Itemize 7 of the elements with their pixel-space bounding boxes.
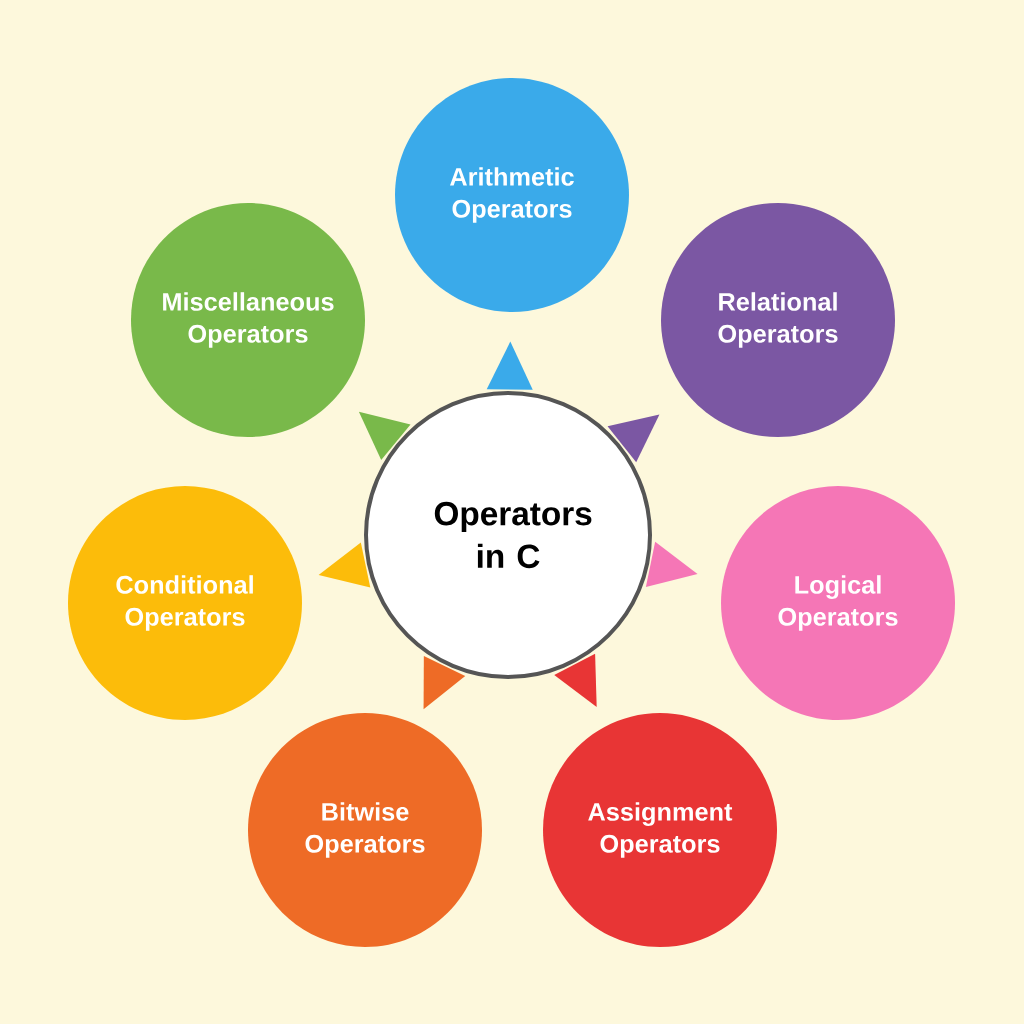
- pointer-triangle: [318, 542, 371, 588]
- pointer-triangle: [607, 414, 660, 463]
- pointer-triangle: [554, 653, 597, 707]
- pointer-triangle: [423, 655, 466, 710]
- pointer-triangle: [358, 411, 411, 460]
- pointer-triangle: [486, 341, 533, 390]
- pointer-triangle: [645, 541, 698, 587]
